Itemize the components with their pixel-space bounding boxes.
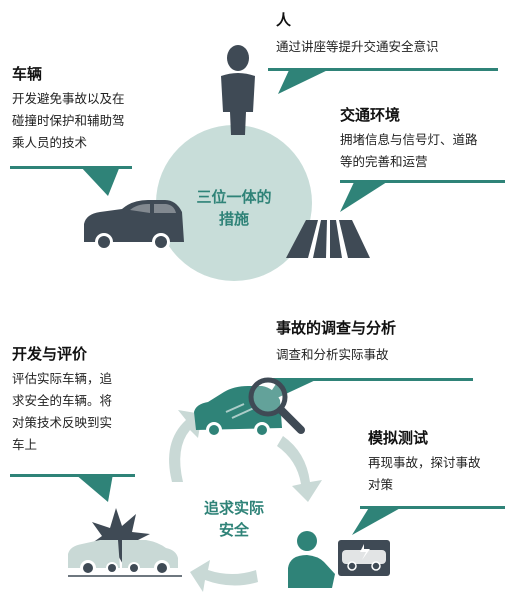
development-block: 开发与评价 评估实际车辆，追 求安全的车辆。将 对策技术反映到实 车上: [12, 344, 112, 456]
top-center-line-2: 措施: [218, 210, 249, 228]
vehicle-title: 车辆: [12, 65, 43, 83]
bottom-center-label: 追求实际 安全: [174, 497, 294, 541]
environment-desc-line-2: 等的完善和运营: [340, 154, 428, 169]
bottom-center-line-1: 追求实际: [203, 499, 264, 517]
top-callout-lines: [10, 68, 505, 212]
vehicle-desc-line-1: 开发避免事故以及在: [12, 91, 125, 106]
top-center-label: 三位一体的 措施: [174, 186, 294, 230]
top-center-line-1: 三位一体的: [196, 188, 272, 206]
development-desc-line-2: 求安全的车辆。将: [12, 393, 113, 408]
vehicle-desc-line-2: 碰撞时保护和辅助驾: [12, 113, 125, 128]
person-desc: 通过讲座等提升交通安全意识: [276, 39, 439, 54]
simulation-block: 模拟测试 再现事故，探讨事故 对策: [368, 428, 481, 496]
environment-desc-line-1: 拥堵信息与信号灯、道路: [340, 132, 478, 147]
environment-desc: 拥堵信息与信号灯、道路 等的完善和运营: [340, 129, 478, 173]
simulation-desc: 再现事故，探讨事故 对策: [368, 452, 481, 496]
investigation-title: 事故的调查与分析: [276, 319, 397, 337]
simulation-desc-line-1: 再现事故，探讨事故: [368, 455, 481, 470]
bottom-center-line-2: 安全: [218, 521, 249, 539]
cycle-arrows: [169, 410, 322, 592]
vehicle-desc: 开发避免事故以及在 碰撞时保护和辅助驾 乘人员的技术: [12, 88, 125, 154]
environment-block: 交通环境 拥堵信息与信号灯、道路 等的完善和运营: [340, 105, 478, 173]
vehicle-desc-line-3: 乘人员的技术: [12, 135, 88, 150]
investigation-desc: 调查和分析实际事故: [276, 347, 389, 362]
simulation-title: 模拟测试: [368, 429, 429, 447]
simulation-desc-line-2: 对策: [368, 477, 394, 492]
person-block: 人 通过讲座等提升交通安全意识: [276, 10, 439, 58]
road-icon: [286, 220, 370, 258]
investigation-car-icon: [194, 386, 282, 438]
investigation-block: 事故的调查与分析 调查和分析实际事故: [276, 318, 396, 366]
development-desc-line-4: 车上: [12, 437, 38, 452]
development-desc-line-1: 评估实际车辆，追: [12, 371, 113, 386]
magnifier-icon: [248, 377, 305, 434]
development-desc: 评估实际车辆，追 求安全的车辆。将 对策技术反映到实 车上: [12, 368, 112, 456]
simulation-icon: [288, 531, 390, 588]
person-icon: [221, 45, 255, 135]
person-title: 人: [276, 11, 292, 29]
environment-title: 交通环境: [340, 106, 401, 124]
car-icon: [84, 200, 184, 251]
development-desc-line-3: 对策技术反映到实: [12, 415, 113, 430]
vehicle-block: 车辆 开发避免事故以及在 碰撞时保护和辅助驾 乘人员的技术: [12, 64, 125, 154]
top-center-circle: [156, 125, 312, 281]
crash-icon: [68, 508, 182, 577]
development-title: 开发与评价: [12, 345, 88, 363]
